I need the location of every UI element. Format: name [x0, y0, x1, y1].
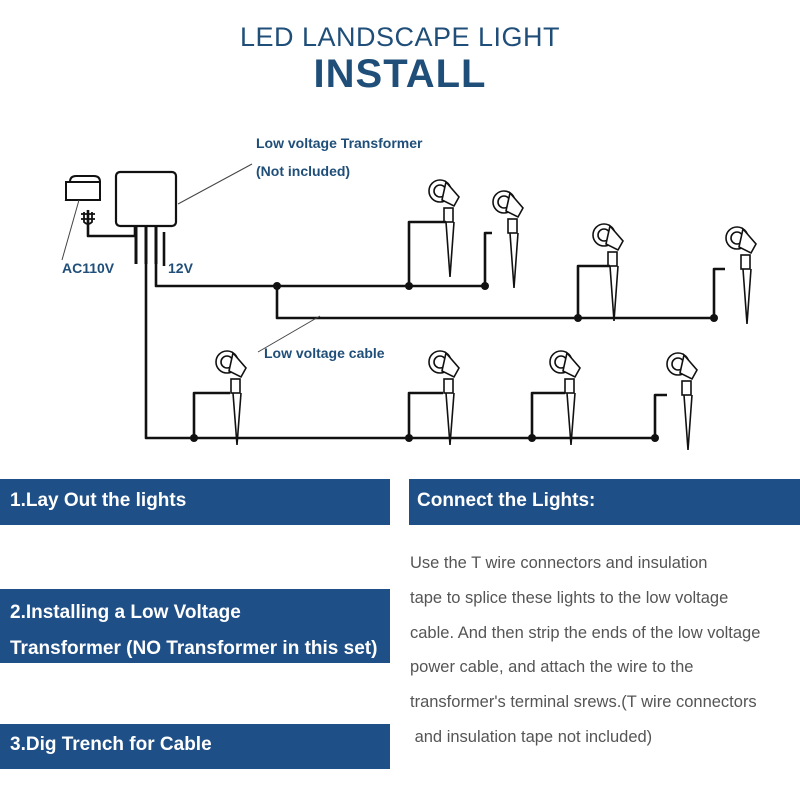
- dc-label: 12V: [168, 260, 194, 276]
- transformer-label-1: Low voltage Transformer: [256, 135, 423, 151]
- spotlight-icon: [666, 352, 698, 451]
- instruction-line: tape to splice these lights to the low v…: [410, 588, 729, 607]
- spotlight-icon: [549, 350, 581, 446]
- transformer-label-2: (Not included): [256, 163, 350, 179]
- title-line-2: INSTALL: [313, 52, 487, 96]
- spotlight-icon: [492, 190, 524, 289]
- instruction-line: cable. And then strip the ends of the lo…: [410, 623, 761, 642]
- connect-heading: Connect the Lights:: [417, 490, 596, 511]
- connect-heading-box: Connect the Lights:: [409, 479, 800, 525]
- step-2-line-1: 2.Installing a Low Voltage: [10, 602, 241, 623]
- step-2-box: 2.Installing a Low Voltage Transformer (…: [0, 589, 390, 663]
- step-3-text: 3.Dig Trench for Cable: [10, 734, 212, 755]
- cable-label: Low voltage cable: [264, 345, 385, 361]
- instruction-line: Use the T wire connectors and insulation: [410, 554, 708, 572]
- instruction-line: transformer's terminal srews.(T wire con…: [410, 693, 757, 712]
- spotlight-icon: [592, 223, 624, 322]
- step-1-text: 1.Lay Out the lights: [10, 490, 187, 511]
- step-2-line-2: Transformer (NO Transformer in this set): [10, 638, 378, 659]
- title-line-1: LED LANDSCAPE LIGHT: [239, 22, 561, 52]
- plug-icon: [64, 175, 101, 225]
- instruction-line: and insulation tape not included): [410, 727, 653, 746]
- transformer-icon: [114, 170, 178, 228]
- step-1-box: 1.Lay Out the lights: [0, 479, 390, 525]
- spotlight-icon: [428, 179, 460, 278]
- ac-label: AC110V: [62, 260, 115, 276]
- spotlight-icon: [725, 226, 757, 325]
- spotlight-icon: [215, 350, 247, 446]
- step-3-box: 3.Dig Trench for Cable: [0, 724, 390, 769]
- connect-instructions: Use the T wire connectors and insulation…: [410, 546, 800, 755]
- instruction-line: power cable, and attach the wire to the: [410, 658, 694, 677]
- wiring-diagram: Low voltage Transformer (Not included) A…: [61, 135, 757, 451]
- spotlight-icon: [428, 350, 460, 446]
